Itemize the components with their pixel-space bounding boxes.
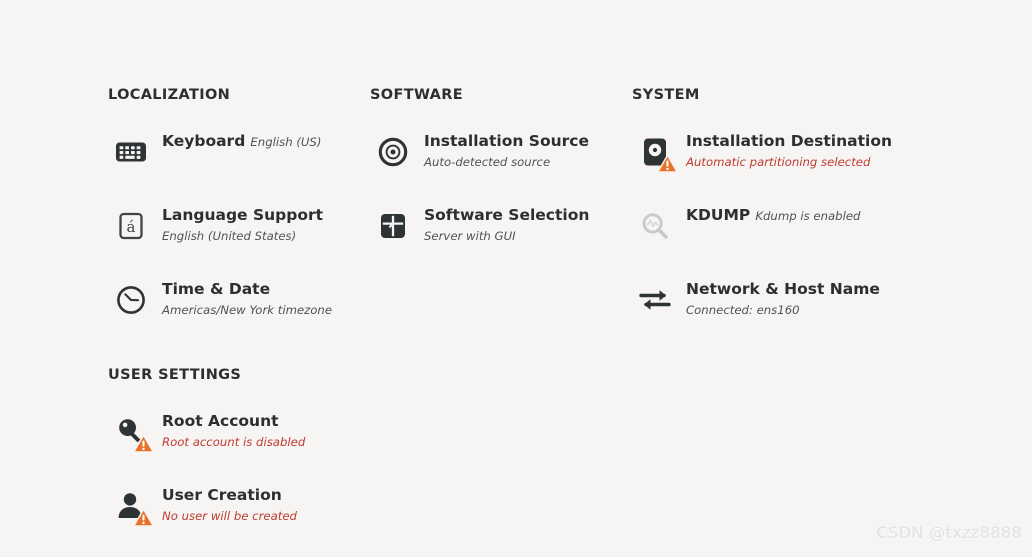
spoke-text: Keyboard English (US) bbox=[162, 129, 321, 152]
spoke-status: Root account is disabled bbox=[162, 435, 306, 450]
clock-icon bbox=[108, 277, 154, 323]
spoke-text: Installation Source Auto-detected source bbox=[424, 129, 632, 172]
spoke-title: Software Selection bbox=[424, 205, 590, 224]
watermark: CSDN @txzz8888 bbox=[876, 523, 1022, 542]
spoke-text: Time & Date Americas/New York timezone bbox=[162, 277, 370, 320]
section-localization: LOCALIZATION bbox=[108, 88, 370, 351]
spoke-installation-destination[interactable]: Installation Destination Automatic parti… bbox=[632, 129, 894, 179]
keyboard-icon bbox=[108, 129, 154, 175]
spoke-keyboard[interactable]: Keyboard English (US) bbox=[108, 129, 370, 179]
optical-disc-icon bbox=[370, 129, 416, 175]
spoke-title: Installation Source bbox=[424, 131, 589, 150]
spoke-title: KDUMP bbox=[686, 205, 751, 224]
section-system: SYSTEM Installation Destination Automati… bbox=[632, 88, 894, 351]
spoke-status: Auto-detected source bbox=[424, 155, 551, 170]
spoke-root-account[interactable]: Root Account Root account is disabled bbox=[108, 409, 370, 459]
spoke-status: Americas/New York timezone bbox=[162, 303, 333, 318]
spoke-status: Automatic partitioning selected bbox=[686, 155, 871, 170]
package-grid-icon bbox=[370, 203, 416, 249]
spoke-status: English (US) bbox=[250, 134, 322, 149]
spoke-text: Language Support English (United States) bbox=[162, 203, 370, 246]
spoke-text: Software Selection Server with GUI bbox=[424, 203, 632, 246]
hard-drive-icon bbox=[632, 129, 678, 175]
spoke-time-and-date[interactable]: Time & Date Americas/New York timezone bbox=[108, 277, 370, 327]
language-support-icon: á bbox=[108, 203, 154, 249]
spoke-status: No user will be created bbox=[162, 509, 297, 524]
section-software: SOFTWARE Installation Source Auto-detect… bbox=[370, 88, 632, 277]
spoke-title: User Creation bbox=[162, 485, 282, 504]
spoke-text: Installation Destination Automatic parti… bbox=[686, 129, 894, 172]
spoke-network-and-host-name[interactable]: Network & Host Name Connected: ens160 bbox=[632, 277, 894, 327]
spoke-text: KDUMP Kdump is enabled bbox=[686, 203, 860, 226]
spoke-title: Keyboard bbox=[162, 131, 246, 150]
spoke-kdump[interactable]: KDUMP Kdump is enabled bbox=[632, 203, 894, 253]
section-title-software: SOFTWARE bbox=[370, 87, 464, 103]
spoke-title: Time & Date bbox=[162, 279, 271, 298]
spoke-text: User Creation No user will be created bbox=[162, 483, 370, 526]
section-user-settings: USER SETTINGS Root Account Root account … bbox=[108, 368, 370, 557]
svg-text:á: á bbox=[127, 218, 136, 236]
section-title-system: SYSTEM bbox=[632, 87, 700, 103]
spoke-installation-source[interactable]: Installation Source Auto-detected source bbox=[370, 129, 632, 179]
spoke-status: Kdump is enabled bbox=[755, 208, 861, 223]
spoke-title: Language Support bbox=[162, 205, 324, 224]
user-icon bbox=[108, 483, 154, 529]
spoke-status: Connected: ens160 bbox=[686, 303, 800, 318]
spoke-status: Server with GUI bbox=[424, 229, 516, 244]
spoke-software-selection[interactable]: Software Selection Server with GUI bbox=[370, 203, 632, 253]
section-title-localization: LOCALIZATION bbox=[108, 87, 231, 103]
spoke-status: English (United States) bbox=[162, 229, 297, 244]
spoke-title: Network & Host Name bbox=[686, 279, 880, 298]
spoke-title: Installation Destination bbox=[686, 131, 893, 150]
spoke-language-support[interactable]: á Language Support English (United State… bbox=[108, 203, 370, 253]
spoke-text: Network & Host Name Connected: ens160 bbox=[686, 277, 894, 320]
spoke-user-creation[interactable]: User Creation No user will be created bbox=[108, 483, 370, 533]
spoke-text: Root Account Root account is disabled bbox=[162, 409, 370, 452]
section-title-user-settings: USER SETTINGS bbox=[108, 367, 242, 383]
key-icon bbox=[108, 409, 154, 455]
magnifier-waveform-icon bbox=[632, 203, 678, 249]
network-transfer-icon bbox=[632, 277, 678, 323]
spoke-title: Root Account bbox=[162, 411, 279, 430]
